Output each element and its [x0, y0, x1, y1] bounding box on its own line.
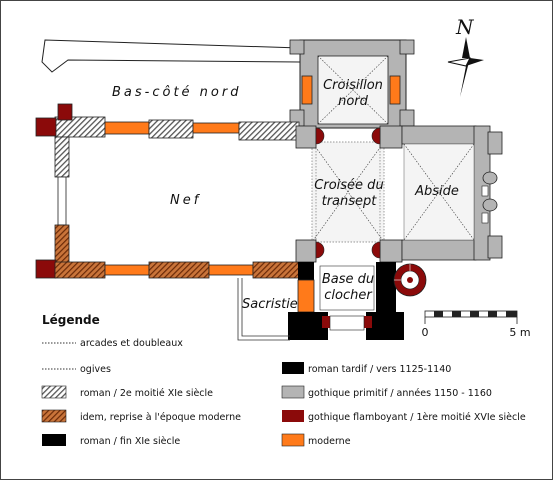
sacristie-outline — [237, 278, 290, 341]
legend-title: Légende — [42, 313, 100, 327]
abside — [401, 125, 503, 261]
legend-swatch-gothique-primitif — [281, 385, 305, 399]
legend-item-gothique-primitif: gothique primitif / années 1150 - 1160 — [308, 388, 492, 399]
label-croisillon-nord: nord — [338, 94, 369, 109]
legend-swatch-roman-2e — [41, 385, 67, 399]
label-croisee: Croisée du — [314, 178, 383, 193]
croisillon-nord — [289, 39, 415, 129]
nave-walls — [35, 103, 300, 279]
label-nef: Nef — [170, 193, 201, 208]
legend-item-moderne: moderne — [308, 436, 351, 447]
label-croisillon: Croisillon — [323, 78, 383, 93]
label-abside: Abside — [414, 184, 459, 199]
legend-item-roman-fin: roman / fin XIe siècle — [80, 436, 180, 447]
legend-item-idem-reprise: idem, reprise à l'époque moderne — [80, 412, 241, 423]
legend-swatch-moderne — [281, 433, 305, 447]
legend-item-gothique-flamboyant: gothique flamboyant / 1ère moitié XVIe s… — [308, 412, 526, 423]
north-arrow-right — [466, 58, 484, 66]
north-aisle-remains — [41, 39, 301, 73]
legend-item-roman-2e: roman / 2e moitié XIe siècle — [80, 388, 213, 399]
label-transept: transept — [322, 194, 378, 209]
legend-item-ogives: ogives — [80, 364, 111, 375]
north-arrow: N — [447, 15, 484, 97]
north-arrow-head — [462, 37, 470, 58]
north-arrow-tail — [460, 58, 470, 97]
label-sacristie: Sacristie — [242, 297, 298, 312]
north-letter: N — [455, 15, 475, 39]
croisee-transept — [295, 125, 403, 263]
label-clocher: clocher — [324, 288, 373, 303]
scale-start: 0 — [422, 326, 429, 339]
label-base-du: Base du — [322, 272, 374, 287]
base-clocher — [288, 262, 427, 340]
scale-end: 5 m — [509, 326, 530, 339]
legend: Légende arcades et doubleaux ogives roma… — [41, 313, 526, 447]
legend-item-roman-tardif: roman tardif / vers 1125-1140 — [308, 364, 451, 375]
legend-swatch-gothique-flamboyant — [282, 410, 304, 422]
legend-item-arcades: arcades et doubleaux — [80, 338, 183, 349]
legend-swatch-idem-reprise — [41, 409, 67, 423]
label-bas-cote-nord: Bas-côté nord — [112, 85, 241, 100]
legend-swatch-roman-fin — [42, 434, 66, 446]
scale-bar: 0 5 m — [422, 310, 531, 339]
legend-swatch-roman-tardif — [282, 362, 304, 374]
